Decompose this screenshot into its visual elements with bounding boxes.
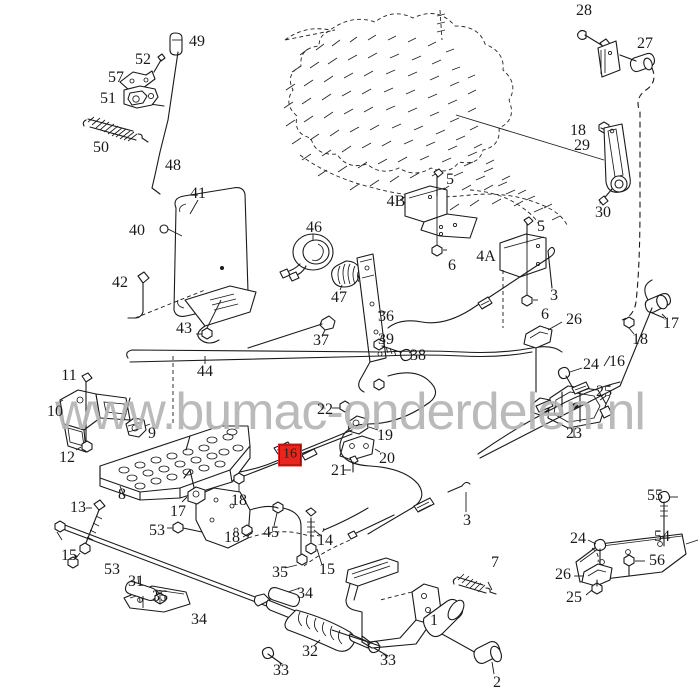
cable-3-upper xyxy=(387,246,556,329)
linkage-31-32 xyxy=(54,520,389,667)
callout-4B: 4B xyxy=(386,193,406,210)
callout-3: 3 xyxy=(550,287,558,304)
footrest-8 xyxy=(99,425,251,501)
callout-34: 34 xyxy=(297,585,313,602)
callout-50: 50 xyxy=(93,139,109,156)
cable-3-lower xyxy=(303,372,471,567)
callout-44: 44 xyxy=(197,363,213,380)
callout-20: 20 xyxy=(379,450,395,467)
callout-13: 13 xyxy=(70,499,86,516)
callout-35: 35 xyxy=(272,564,288,581)
callout-14: 14 xyxy=(317,532,333,549)
bracket-10 xyxy=(55,372,151,453)
callout-26: 26 xyxy=(555,566,571,583)
group-right-top xyxy=(455,29,656,321)
callout-31: 31 xyxy=(128,573,144,590)
brake-pedal-1 xyxy=(345,557,502,675)
callout-36: 36 xyxy=(378,308,394,325)
callout-34: 34 xyxy=(191,611,207,628)
shield-41 xyxy=(127,187,257,344)
lever-group-19-20 xyxy=(239,400,381,477)
callout-26: 26 xyxy=(566,311,582,328)
callout-54: 54 xyxy=(654,528,670,545)
boot-32 xyxy=(253,593,370,652)
plate-36 xyxy=(247,253,415,393)
callout-53: 53 xyxy=(149,522,165,539)
callout-35: 35 xyxy=(152,588,168,605)
callout-17: 17 xyxy=(663,315,679,332)
bellows-47 xyxy=(331,260,361,288)
callout-38: 38 xyxy=(410,347,426,364)
mount-plate xyxy=(167,469,325,569)
callout-12: 12 xyxy=(59,449,75,466)
callout-highlighted-16[interactable]: 16 xyxy=(279,444,301,466)
callout-25: 25 xyxy=(566,589,582,606)
callout-2: 2 xyxy=(493,674,501,691)
bracket-4A xyxy=(499,216,547,328)
callout-39: 39 xyxy=(378,331,394,348)
callout-18: 18 xyxy=(231,492,247,509)
callout-32: 32 xyxy=(302,643,318,660)
callout-51: 51 xyxy=(100,90,116,107)
callout-4A: 4A xyxy=(476,248,496,265)
callout-17: 17 xyxy=(170,503,186,520)
callout-9: 9 xyxy=(148,425,156,442)
callout-8: 8 xyxy=(118,486,126,503)
callout-33: 33 xyxy=(380,652,396,669)
rod-44 xyxy=(126,346,563,424)
callout-18: 18 xyxy=(632,331,648,348)
callout-53: 53 xyxy=(104,561,120,578)
callout-30: 30 xyxy=(595,204,611,221)
callout-3: 3 xyxy=(463,512,471,529)
spring-50 xyxy=(82,116,149,143)
callout-42: 42 xyxy=(112,274,128,291)
spring-7 xyxy=(452,573,497,595)
callout-48: 48 xyxy=(165,157,181,174)
callout-16: 16 xyxy=(609,353,625,370)
callout-49: 49 xyxy=(189,33,205,50)
group-throttle-rod xyxy=(82,32,183,195)
bracket-4B xyxy=(404,168,478,257)
callout-45: 45 xyxy=(263,524,279,541)
callout-1: 1 xyxy=(430,612,438,629)
callout-18: 18 xyxy=(570,122,586,139)
callout-56: 56 xyxy=(649,552,665,569)
callout-15: 15 xyxy=(319,561,335,578)
callout-21: 21 xyxy=(331,462,347,479)
callout-24: 24 xyxy=(570,530,586,547)
bolt-13 xyxy=(67,499,106,569)
callout-18: 18 xyxy=(224,529,240,546)
callout-5: 5 xyxy=(446,171,454,188)
callout-22: 22 xyxy=(317,401,333,418)
callout-33: 33 xyxy=(273,662,289,679)
callout-37: 37 xyxy=(313,332,329,349)
callout-28: 28 xyxy=(576,2,592,19)
callout-24: 24 xyxy=(583,356,599,373)
callout-5: 5 xyxy=(537,218,545,235)
callout-27: 27 xyxy=(637,35,653,52)
callout-46: 46 xyxy=(306,219,322,236)
callout-11: 11 xyxy=(61,367,77,384)
callout-7: 7 xyxy=(491,554,499,571)
horn-46 xyxy=(279,233,361,291)
callout-25: 25 xyxy=(596,383,612,400)
callout-47: 47 xyxy=(331,289,347,306)
callout-6: 6 xyxy=(448,257,456,274)
callout-41: 41 xyxy=(190,185,206,202)
callout-52: 52 xyxy=(135,51,151,68)
callout-19: 19 xyxy=(377,427,393,444)
callout-10: 10 xyxy=(47,403,63,420)
assembly-23 xyxy=(477,279,672,459)
callout-43: 43 xyxy=(176,320,192,337)
callout-40: 40 xyxy=(129,222,145,239)
callout-15: 15 xyxy=(61,547,77,564)
callout-23: 23 xyxy=(566,425,582,442)
callout-29: 29 xyxy=(574,137,590,154)
callout-6: 6 xyxy=(541,306,549,323)
callout-55: 55 xyxy=(647,487,663,504)
bracket-54 xyxy=(574,395,699,596)
callout-57: 57 xyxy=(108,69,124,86)
